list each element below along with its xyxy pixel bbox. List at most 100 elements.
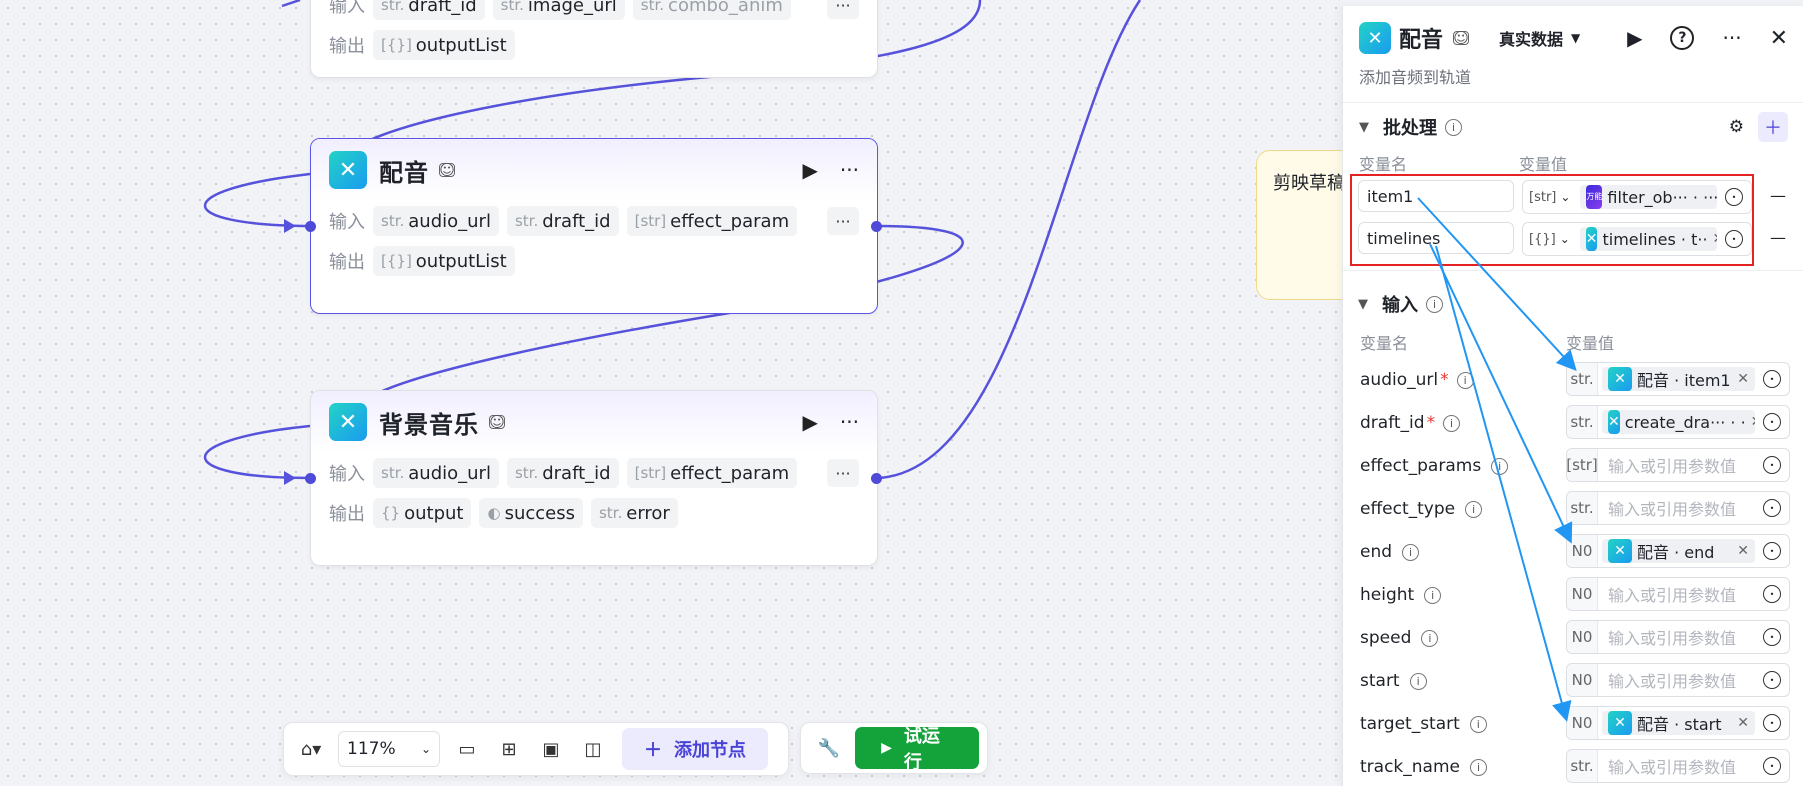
- chevron-down-icon: ▼: [1358, 296, 1368, 312]
- input-label: 输入: [329, 0, 365, 17]
- add-batch-button[interactable]: ＋: [1758, 112, 1788, 142]
- play-icon[interactable]: ▶: [802, 158, 818, 182]
- play-icon[interactable]: ▶: [802, 410, 818, 434]
- reference-icon[interactable]: •: [1725, 230, 1743, 248]
- comment-icon[interactable]: ▭: [458, 738, 476, 760]
- node-dubbing[interactable]: ✕ 配音 ☺ ▶ ··· 输入 str.audio_url str.draft_…: [310, 138, 878, 314]
- zoom-select[interactable]: 117% ⌄: [338, 731, 440, 767]
- help-icon[interactable]: ?: [1670, 26, 1695, 50]
- add-node-button[interactable]: ＋ 添加节点: [622, 728, 768, 770]
- input-param-value[interactable]: N0✕配音 · end✕•: [1566, 534, 1790, 568]
- node-bgm[interactable]: ✕ 背景音乐 ☺ ▶ ··· 输入 str.audio_url str.draf…: [310, 390, 878, 566]
- type-badge: str.: [1567, 406, 1598, 438]
- test-run-button[interactable]: ▶ 试运行: [855, 726, 979, 773]
- reference-icon[interactable]: •: [1763, 542, 1781, 560]
- reference-icon[interactable]: •: [1763, 456, 1781, 474]
- edge-arrow-dubbing: [284, 219, 296, 233]
- data-mode-select[interactable]: 真实数据 ▼: [1499, 26, 1580, 50]
- minimap-icon[interactable]: ◫: [584, 738, 602, 760]
- node-top-partial[interactable]: 输入 str.draft_id str.image_url str.combo_…: [310, 0, 878, 78]
- reference-icon[interactable]: •: [1763, 714, 1781, 732]
- input-param-value[interactable]: N0✕配音 · start✕•: [1566, 706, 1790, 740]
- play-icon: ▶: [881, 740, 892, 756]
- reference-icon[interactable]: •: [1763, 370, 1781, 388]
- input-param-value[interactable]: str.输入或引用参数值•: [1566, 749, 1790, 783]
- input-param-value[interactable]: str.✕create_dra··· · ·✕ •: [1566, 405, 1790, 439]
- dubbing-input-port[interactable]: [305, 221, 316, 232]
- inputs-section-header[interactable]: ▼ 输入 i: [1342, 286, 1794, 322]
- wrench-icon[interactable]: 🔧: [817, 737, 841, 759]
- close-icon[interactable]: ✕: [1769, 25, 1788, 51]
- info-icon: i: [1402, 543, 1420, 561]
- bgm-input-port[interactable]: [305, 473, 316, 484]
- ref-chip: ✕配音 · item1✕: [1602, 367, 1755, 391]
- value-placeholder[interactable]: 输入或引用参数值: [1608, 500, 1737, 519]
- clear-icon[interactable]: ✕: [1713, 231, 1717, 247]
- reference-icon[interactable]: •: [1763, 585, 1781, 603]
- reference-icon[interactable]: •: [1763, 671, 1781, 689]
- remove-row-icon[interactable]: —: [1770, 186, 1786, 205]
- input-param-value[interactable]: str.✕配音 · item1✕ •: [1566, 362, 1790, 396]
- reference-icon[interactable]: •: [1763, 757, 1781, 775]
- input-chip: str.draft_id: [506, 458, 619, 488]
- clear-icon[interactable]: ✕: [1737, 371, 1749, 387]
- type-badge: N0: [1567, 707, 1598, 739]
- reference-icon[interactable]: •: [1763, 628, 1781, 646]
- mouse-mode-icon[interactable]: ⌂▾: [300, 738, 322, 760]
- value-placeholder[interactable]: 输入或引用参数值: [1608, 672, 1737, 691]
- highlight-box: [1350, 174, 1754, 266]
- reference-icon[interactable]: •: [1763, 499, 1781, 517]
- col-name-header: 变量名: [1359, 155, 1408, 174]
- output-label: 输出: [329, 504, 365, 525]
- more-inputs-button[interactable]: ···: [827, 207, 859, 235]
- canvas-toolbar: ⌂▾ 117% ⌄ ▭ ⊞ ▣ ◫ ＋ 添加节点: [283, 722, 789, 776]
- image-icon[interactable]: ▣: [542, 738, 560, 760]
- value-placeholder[interactable]: 输入或引用参数值: [1608, 758, 1737, 777]
- batch-value-ref[interactable]: [str] ⌄ 万能 filter_ob··· · ··· ✕ •: [1522, 180, 1752, 214]
- clear-icon[interactable]: ✕: [1737, 715, 1749, 731]
- clear-icon[interactable]: ✕: [1751, 414, 1755, 430]
- input-param-value[interactable]: [str] 输入或引用参数值 •: [1566, 448, 1790, 482]
- type-badge: N0: [1567, 535, 1598, 567]
- more-icon[interactable]: ···: [839, 158, 859, 182]
- type-badge: str.: [1567, 363, 1598, 395]
- chevron-down-icon: ⌄: [420, 742, 431, 756]
- divider: [1343, 270, 1803, 271]
- output-chip: str.error: [590, 498, 678, 528]
- input-param-value[interactable]: str.输入或引用参数值•: [1566, 491, 1790, 525]
- batch-section-header[interactable]: ▼ 批处理 i ⚙ ＋: [1343, 109, 1803, 145]
- value-placeholder[interactable]: 输入或引用参数值: [1608, 629, 1737, 648]
- value-placeholder[interactable]: 输入或引用参数值: [1608, 457, 1737, 476]
- layout-icon[interactable]: ⊞: [501, 738, 517, 760]
- play-icon[interactable]: ▶: [1627, 26, 1643, 50]
- clear-icon[interactable]: ✕: [1737, 543, 1749, 559]
- info-icon: i: [1445, 118, 1462, 136]
- type-badge: [str]: [1566, 449, 1598, 481]
- remove-row-icon[interactable]: —: [1770, 228, 1786, 247]
- input-label: 输入: [329, 464, 365, 485]
- reference-icon[interactable]: •: [1725, 188, 1743, 206]
- more-icon[interactable]: ···: [1722, 26, 1742, 50]
- info-icon: i: [1421, 629, 1439, 647]
- more-inputs-button[interactable]: ···: [827, 459, 859, 487]
- output-chip: {}output: [373, 498, 472, 528]
- info-icon: i: [1491, 457, 1509, 475]
- col-name-header: 变量名: [1360, 334, 1409, 353]
- dubbing-output-port[interactable]: [871, 221, 882, 232]
- ref-chip: ✕create_dra··· · ·✕: [1602, 410, 1755, 434]
- more-inputs-button[interactable]: ···: [827, 0, 859, 19]
- value-placeholder[interactable]: 输入或引用参数值: [1608, 586, 1737, 605]
- bgm-output-port[interactable]: [871, 473, 882, 484]
- more-icon[interactable]: ···: [839, 410, 859, 434]
- gear-icon[interactable]: ⚙: [1728, 117, 1744, 137]
- panel-subtitle: 添加音频到轨道: [1359, 68, 1472, 87]
- reference-icon[interactable]: •: [1763, 413, 1781, 431]
- input-chip: str.draft_id: [506, 206, 619, 236]
- info-icon: i: [1443, 414, 1461, 432]
- input-label: 输入: [329, 212, 365, 233]
